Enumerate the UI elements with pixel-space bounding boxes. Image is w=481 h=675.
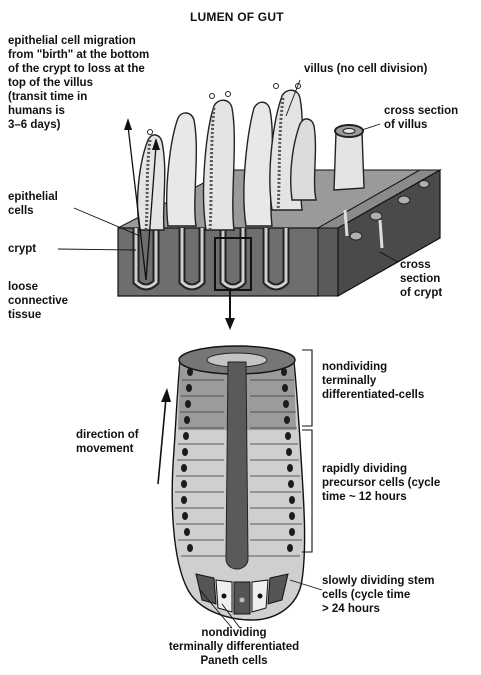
label-crypt: crypt — [8, 242, 36, 256]
villus-cross-section — [334, 132, 364, 190]
movement-arrowhead — [161, 388, 171, 402]
label-cross-section-villus: cross section of villus — [384, 104, 458, 132]
label-rapidly-dividing: rapidly dividing precursor cells (cycle … — [322, 462, 440, 504]
diagram-title: LUMEN OF GUT — [190, 10, 284, 24]
label-direction: direction of movement — [76, 428, 139, 456]
enlarge-arrowhead — [225, 318, 235, 330]
label-villus: villus (no cell division) — [304, 62, 427, 76]
label-epithelial-cells: epithelial cells — [8, 190, 58, 218]
crypt-lumen — [226, 362, 248, 569]
movement-arrow — [158, 398, 166, 484]
label-nondividing-top: nondividing terminally differentiated-ce… — [322, 360, 424, 402]
villus — [204, 100, 235, 230]
label-stem-cells: slowly dividing stem cells (cycle time >… — [322, 574, 434, 616]
villus — [244, 102, 272, 226]
villus — [167, 113, 197, 226]
crypt-block-front — [318, 228, 338, 296]
enlarged-crypt — [172, 346, 304, 620]
label-migration: epithelial cell migration from "birth" a… — [8, 34, 149, 132]
label-cross-section-crypt: cross section of crypt — [400, 258, 442, 300]
crypt-hole — [419, 181, 429, 188]
label-paneth: nondividing terminally differentiated Pa… — [124, 626, 344, 668]
crypt-hole — [370, 212, 382, 220]
crypt-hole — [350, 232, 362, 240]
crypt-hole — [398, 196, 410, 204]
label-loose-tissue: loose connective tissue — [8, 280, 68, 322]
